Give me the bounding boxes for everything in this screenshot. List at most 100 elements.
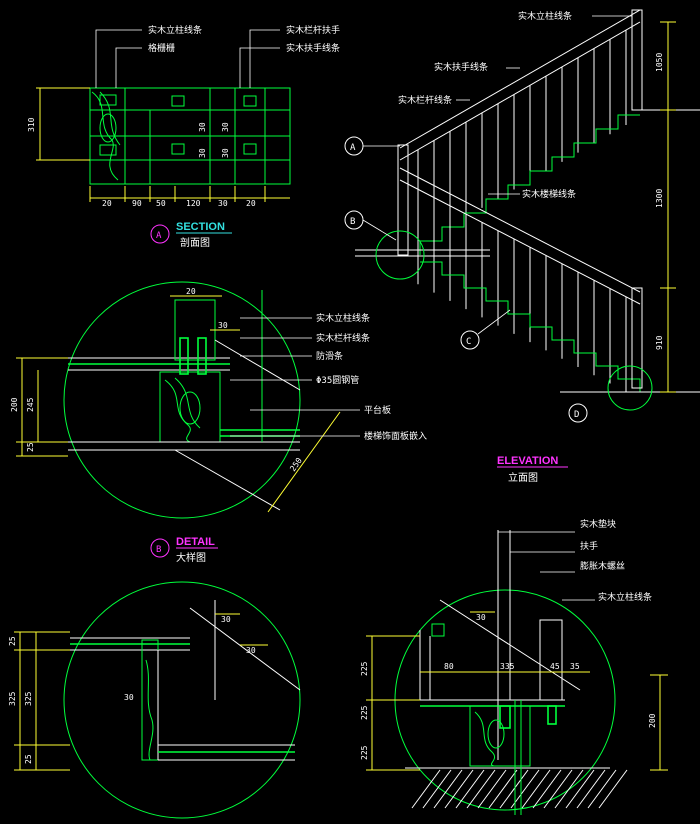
- detail-b-label-5: 平台板: [364, 404, 391, 416]
- upper-handrail: [399, 9, 641, 149]
- detail-d-label-4: 实木立柱线条: [598, 591, 652, 603]
- hatch-line: [576, 769, 606, 809]
- section-label-3: 实木栏杆扶手: [286, 24, 340, 36]
- hatch-line: [521, 769, 551, 809]
- detail-d-dim-top-2: 335: [500, 662, 515, 671]
- detail-d-dim-top-3: 45: [550, 662, 560, 671]
- section-dim-bottom-4: 120: [186, 199, 201, 208]
- detail-d-view: 80 335 45 35 30 225 225 225 200 实木垫块 扶手 …: [360, 518, 668, 815]
- detail-c-view: 25 325 325 25 30 30 30: [8, 581, 301, 819]
- callout-circle-d: [607, 365, 653, 411]
- section-dim-inner-4: 30: [221, 148, 230, 158]
- detail-c-dim-top-2: 30: [246, 646, 256, 655]
- detail-b-label-2: 实木栏杆线条: [316, 332, 370, 344]
- section-title: SECTION: [176, 221, 225, 233]
- section-dim-bottom-3: 50: [156, 199, 166, 208]
- detail-b-dim-left-1: 200: [10, 397, 19, 412]
- hatch-line: [488, 769, 518, 809]
- elevation-dim-3: 910: [655, 335, 664, 350]
- detail-b-dim-left-3: 25: [26, 442, 35, 452]
- section-subtitle: 剖面图: [180, 236, 210, 249]
- section-dim-bottom-1: 20: [102, 199, 112, 208]
- detail-c-dim-top-1: 30: [221, 615, 231, 624]
- section-dim-inner-3: 30: [198, 148, 207, 158]
- hatch-line: [554, 769, 584, 809]
- detail-b-view: 20 30 200 245 25 250 实木立柱线条 实木栏杆线条 防滑条 Φ…: [10, 281, 427, 564]
- detail-d-dim-left-1: 225: [360, 661, 369, 676]
- detail-b-label-1: 实木立柱线条: [316, 312, 370, 324]
- upper-balusters: [417, 30, 627, 245]
- hatch-line: [598, 769, 628, 809]
- detail-b-dim-top-1: 20: [186, 287, 196, 296]
- elevation-marker-d: D: [574, 410, 579, 420]
- hatch-line: [499, 769, 529, 809]
- section-dim-inner-2: 30: [221, 122, 230, 132]
- hatch-line: [532, 769, 562, 809]
- hatch-line: [587, 769, 617, 809]
- detail-subtitle: 大样图: [176, 551, 206, 564]
- hatch-line: [565, 769, 595, 809]
- detail-c-circle: [63, 581, 301, 819]
- hatch-line: [444, 769, 474, 809]
- hatch-line: [543, 769, 573, 809]
- detail-d-label-1: 实木垫块: [580, 518, 616, 530]
- newel-post-top: [631, 9, 643, 111]
- detail-b-label-4: Φ35圆钢管: [316, 374, 359, 386]
- section-label-1: 实木立柱线条: [148, 24, 202, 36]
- hatch-line: [411, 769, 441, 809]
- newel-post-left: [397, 144, 409, 256]
- section-label-2: 格栅栅: [148, 42, 175, 54]
- hatch-line: [510, 769, 540, 809]
- section-view: 310 30 30 30 30 20 90 50 120 30 20 实木立柱线…: [27, 24, 340, 249]
- detail-b-label-3: 防滑条: [316, 350, 343, 362]
- detail-c-dim-left-4: 25: [24, 754, 33, 764]
- elevation-dim-2: 1300: [655, 189, 664, 208]
- detail-c-dim-left-2: 325: [8, 691, 17, 706]
- section-marker: A: [156, 231, 162, 241]
- hatch-line: [422, 769, 452, 809]
- hatch-line: [433, 769, 463, 809]
- hatch-line: [477, 769, 507, 809]
- elevation-view: A B C D 实木立柱线条 实木扶手线条 实木栏杆线条 实木楼梯线条 1050…: [344, 9, 700, 484]
- detail-d-dim-top-1: 80: [444, 662, 454, 671]
- detail-d-dim-right: 200: [648, 713, 657, 728]
- detail-b-label-6: 楼梯饰面板嵌入: [364, 430, 427, 442]
- upper-stair-steps: [419, 114, 640, 255]
- detail-d-dim-left-2: 225: [360, 705, 369, 720]
- detail-b-dim-top-2: 30: [218, 321, 228, 330]
- detail-title: DETAIL: [176, 536, 215, 548]
- lower-stair-steps: [420, 261, 641, 392]
- detail-b-dim-left-2: 245: [26, 397, 35, 412]
- section-dim-bottom-5: 30: [218, 199, 228, 208]
- section-marker-circle: [150, 224, 170, 244]
- detail-d-label-2: 扶手: [580, 540, 598, 552]
- section-label-4: 实木扶手线条: [286, 42, 340, 54]
- section-dim-bottom-6: 20: [246, 199, 256, 208]
- elevation-label-3: 实木栏杆线条: [398, 94, 452, 106]
- elevation-label-1: 实木立柱线条: [518, 10, 572, 22]
- lower-balusters: [417, 189, 627, 392]
- elevation-label-4: 实木楼梯线条: [522, 188, 576, 200]
- detail-c-dim-left-1: 25: [8, 636, 17, 646]
- elevation-title: ELEVATION: [497, 455, 558, 467]
- elevation-dim-1: 1050: [655, 53, 664, 72]
- elevation-label-2: 实木扶手线条: [434, 61, 488, 73]
- newel-post-bottom: [631, 287, 643, 389]
- elevation-marker-c: C: [466, 337, 471, 347]
- detail-d-dim-left-3: 225: [360, 745, 369, 760]
- elevation-subtitle: 立面图: [508, 471, 538, 484]
- detail-marker: B: [156, 545, 161, 555]
- detail-d-dim-top-4: 35: [570, 662, 580, 671]
- callout-circle-b: [375, 230, 425, 280]
- detail-d-post: [539, 619, 563, 701]
- elevation-marker-b: B: [350, 217, 355, 227]
- detail-b-circle: [63, 281, 301, 519]
- floor-hatch: [411, 769, 628, 809]
- elevation-marker-a: A: [350, 143, 356, 153]
- section-dim-inner-1: 30: [198, 122, 207, 132]
- lower-handrail: [399, 167, 641, 293]
- detail-c-dim-inner: 30: [124, 693, 134, 702]
- section-dim-left: 310: [27, 117, 36, 132]
- detail-c-dim-left-3: 325: [24, 691, 33, 706]
